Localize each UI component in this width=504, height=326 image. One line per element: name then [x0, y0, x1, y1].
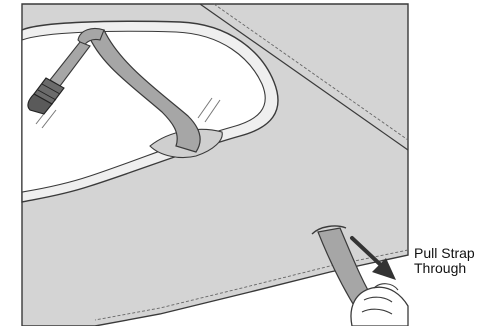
- callout-line-1: Pull Strap: [414, 246, 500, 261]
- callout-line-2: Through: [414, 261, 500, 276]
- pull-strap-callout: Pull Strap Through: [414, 246, 500, 276]
